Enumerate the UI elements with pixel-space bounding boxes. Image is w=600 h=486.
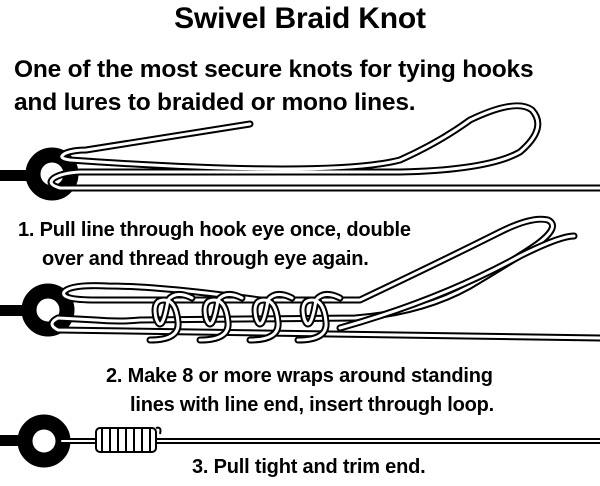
subtitle-line-2: and lures to braided or mono lines.: [14, 89, 416, 116]
step1-text-line2: over and thread through eye again.: [42, 248, 369, 270]
step2-text-line2: lines with line end, insert through loop…: [130, 394, 495, 416]
step1-illustration: [0, 102, 600, 201]
step2-wraps: [146, 291, 344, 344]
step2-line: [48, 215, 600, 344]
step3-text: 3. Pull tight and trim end.: [192, 456, 426, 478]
step1-swivel-stem: [0, 170, 30, 181]
diagram-title: Swivel Braid Knot: [174, 2, 426, 35]
subtitle-line-1: One of the most secure knots for tying h…: [14, 56, 534, 83]
step1-line: [47, 102, 600, 192]
step3-swivel-stem: [0, 435, 20, 446]
step2-text-line1: 2. Make 8 or more wraps around standing: [106, 365, 493, 387]
step1-text-line1: 1. Pull line through hook eye once, doub…: [18, 219, 411, 241]
step3-tight-wraps: [95, 426, 162, 453]
step3-illustration: [0, 414, 600, 468]
step2-swivel-stem: [0, 305, 26, 316]
step2-illustration: [0, 215, 600, 344]
step3-hook-eye: [17, 414, 71, 468]
step2-hook-eye: [21, 283, 75, 337]
